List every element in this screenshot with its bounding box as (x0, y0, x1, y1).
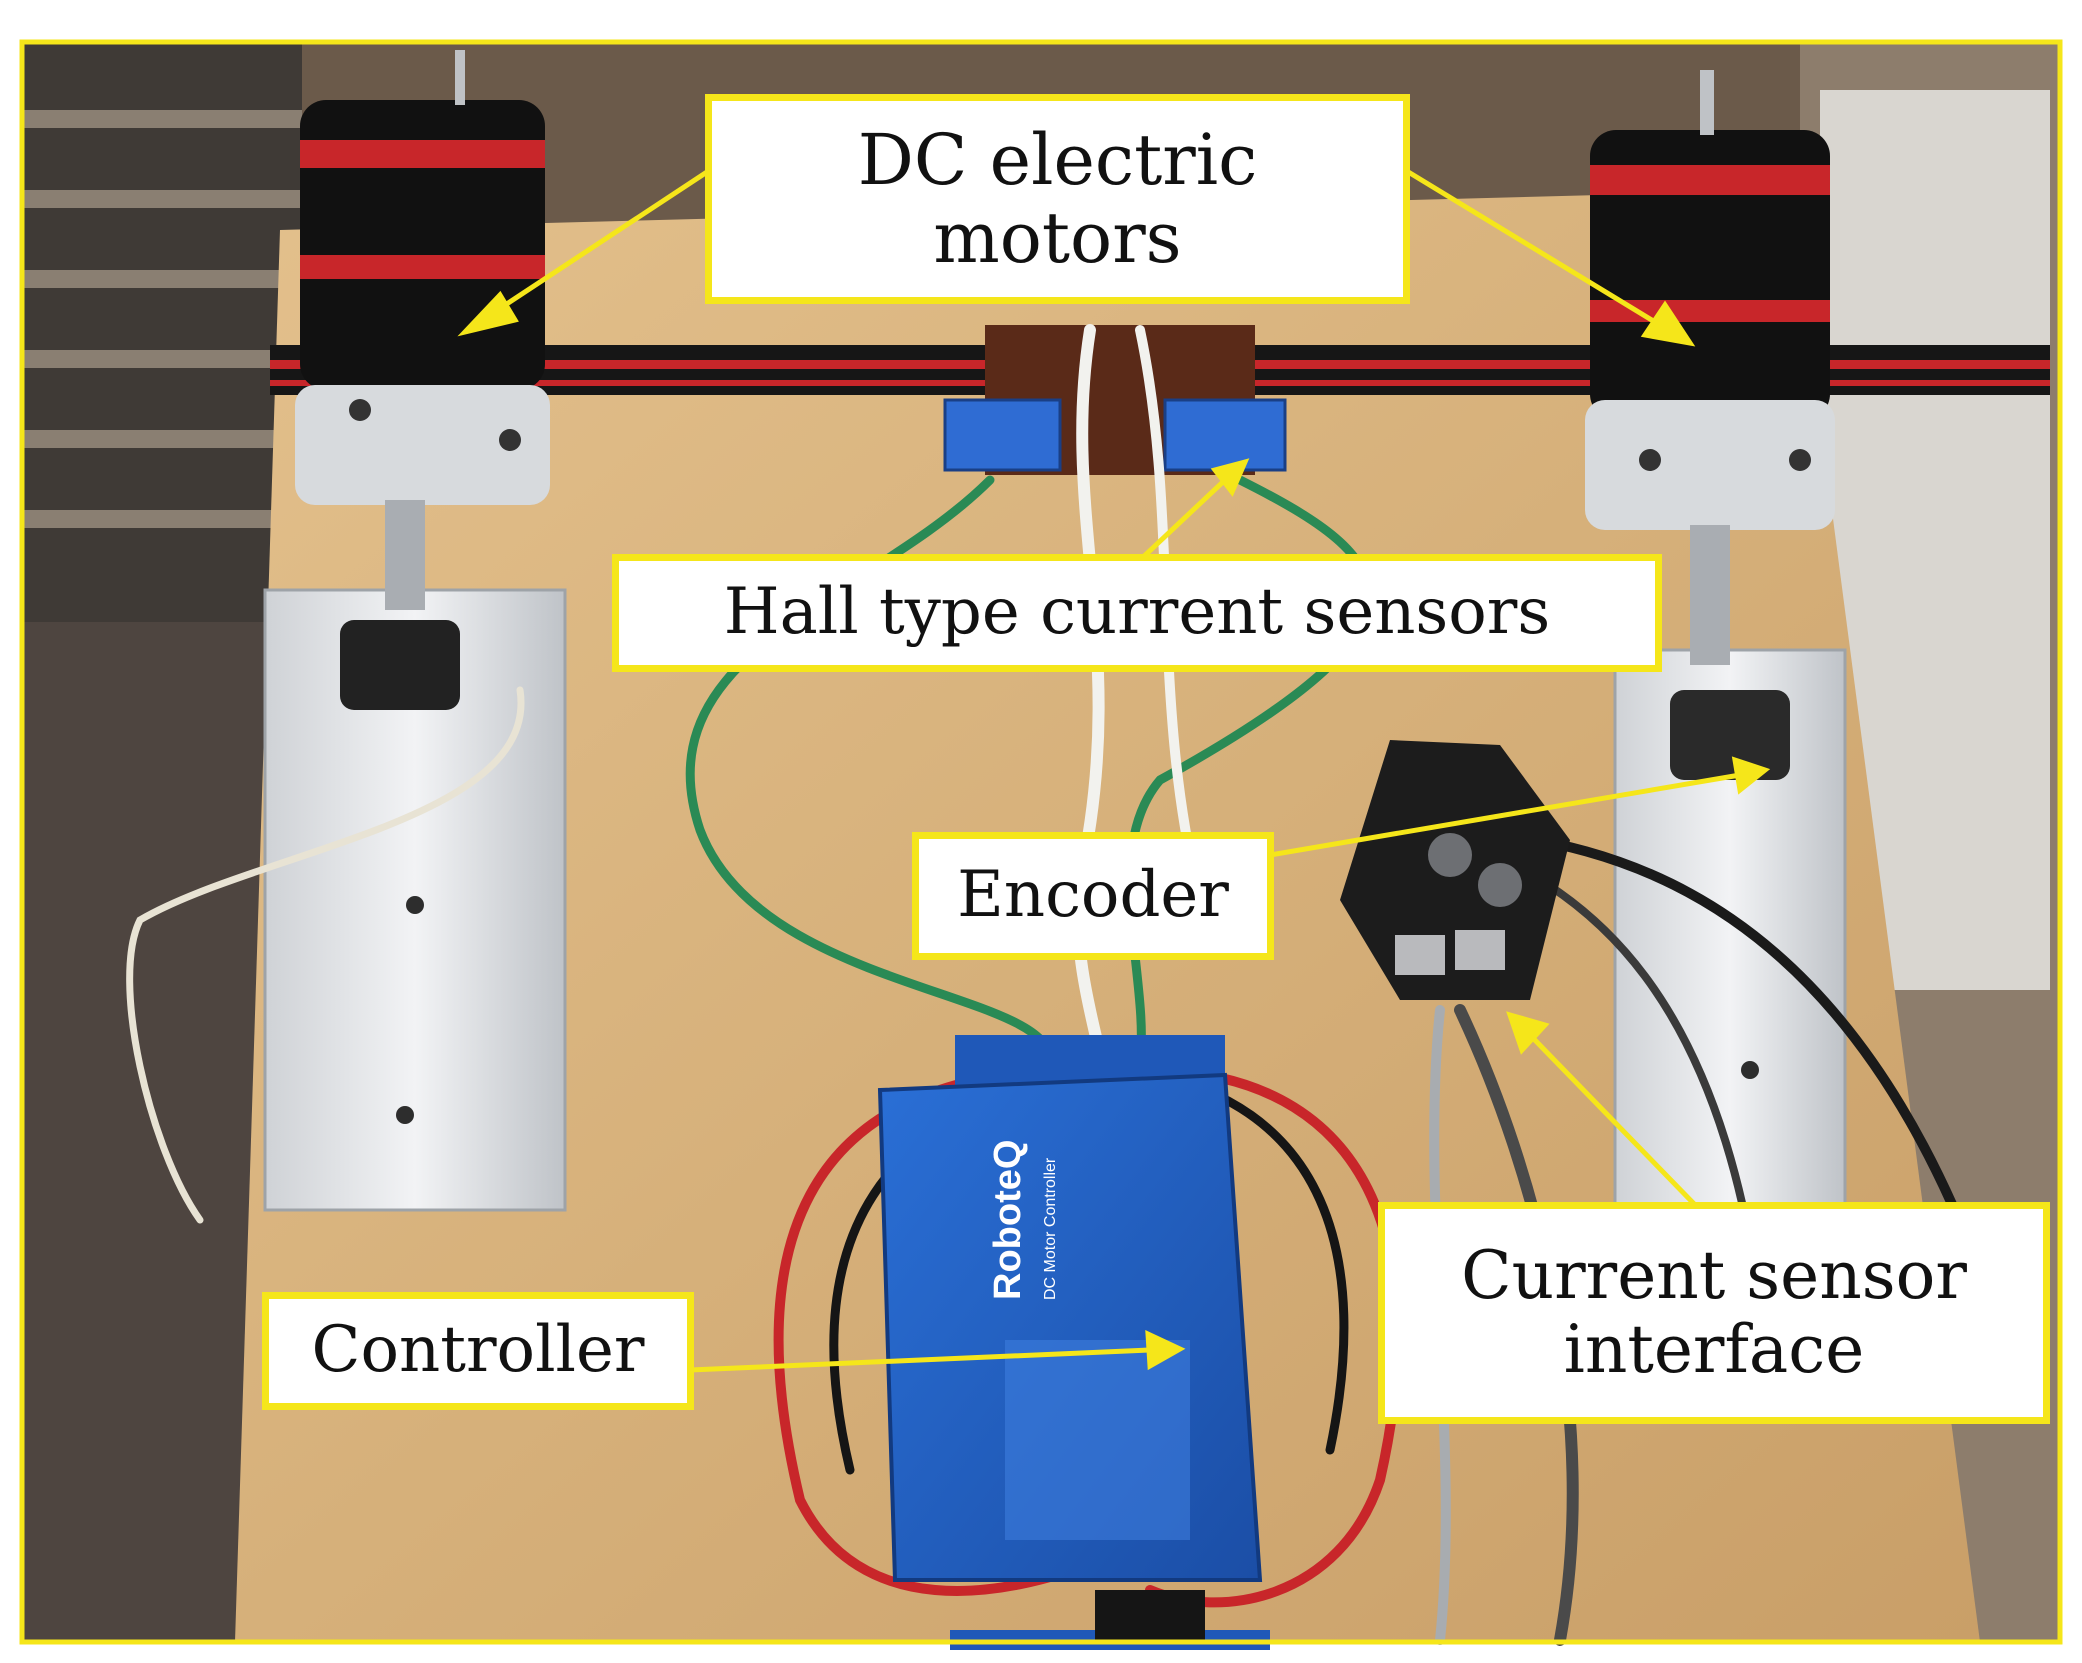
label-dc-motors-line2: motors (933, 197, 1182, 279)
hall-sensor-left (943, 398, 1062, 472)
label-dc-motors-line1: DC electric (857, 118, 1258, 201)
label-controller: Controller (262, 1292, 694, 1410)
roboteq-controller: RoboteQ DC Motor Controller (877, 1035, 1270, 1650)
label-hall-sensors-text: Hall type current sensors (723, 575, 1551, 650)
label-encoder: Encoder (912, 832, 1274, 960)
label-dc-electric-motors: DC electric motors (705, 94, 1410, 304)
callout-arrows (457, 167, 1771, 1373)
label-interface-line2: interface (1563, 1311, 1865, 1388)
photo-frame (19, 39, 2063, 1645)
label-interface-line1: Current sensor (1461, 1237, 1967, 1315)
arrow-head-interface (1506, 1011, 1550, 1055)
left-dc-motor (295, 50, 550, 710)
label-hall-type-current-sensors: Hall type current sensors (612, 554, 1662, 672)
arrow-head-right-motor (1640, 300, 1696, 347)
label-current-sensor-interface: Current sensor interface (1378, 1202, 2050, 1424)
label-controller-text: Controller (311, 1313, 645, 1388)
arrow-head-left-motor (457, 290, 519, 337)
controller-model-text: DC Motor Controller (1042, 1157, 1059, 1300)
controller-brand-text: RoboteQ (987, 1140, 1029, 1300)
arrow-head-controller (1145, 1329, 1186, 1371)
arrow-head-encoder (1731, 756, 1771, 795)
arrow-head-hall-sensor (1210, 458, 1250, 497)
label-encoder-text: Encoder (957, 858, 1229, 933)
current-sensor-interface-box (1340, 740, 1570, 1000)
right-dc-motor (1585, 70, 1835, 780)
hall-sensor-right (1163, 398, 1287, 472)
